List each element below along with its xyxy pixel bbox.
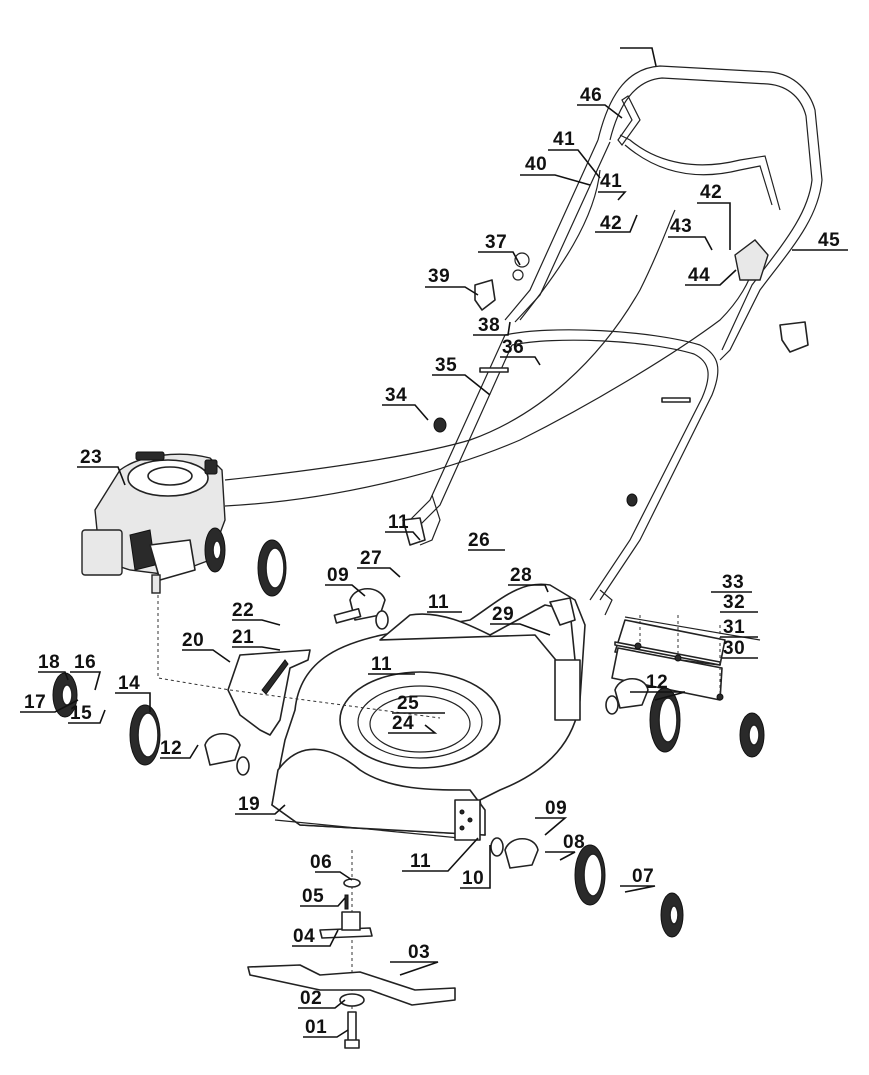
label-24: 25: [397, 693, 420, 714]
wheels: [52, 527, 765, 938]
label-11-deck-rear: 11: [428, 592, 450, 613]
label-13: 14: [118, 673, 141, 694]
label-19: 20: [182, 630, 205, 651]
label-15: 16: [74, 652, 97, 673]
label-11-handle: 11: [388, 512, 410, 533]
label-36: 37: [485, 232, 508, 253]
label-31: 32: [723, 592, 746, 613]
label-22: 23: [80, 447, 103, 468]
label-11-front: 11: [410, 851, 432, 872]
rear-flap: [611, 615, 761, 701]
discharge-flap: [227, 649, 311, 736]
label-20: 21: [232, 627, 255, 648]
upper-handle: [504, 65, 823, 361]
label-23: 24: [392, 713, 415, 734]
label-38: 39: [428, 266, 451, 287]
label-12-right: 12: [646, 672, 669, 693]
label-39: 40: [525, 154, 548, 175]
label-03: 03: [408, 942, 431, 963]
label-27: 28: [510, 565, 533, 586]
label-30: 31: [723, 617, 746, 638]
label-43: 44: [688, 265, 711, 286]
throttle-cables: [224, 169, 753, 507]
label-05: 05: [302, 886, 325, 907]
label-32: 33: [722, 572, 745, 593]
label-42-left: 42: [600, 213, 623, 234]
label-01: 01: [305, 1017, 328, 1038]
label-33: 34: [385, 385, 408, 406]
label-42-right: 43: [670, 216, 693, 237]
label-28: 29: [492, 604, 515, 625]
label-09-front: 09: [545, 798, 568, 819]
label-14: 15: [70, 703, 93, 724]
label-04: 04: [293, 926, 316, 947]
label-07: 07: [632, 866, 655, 887]
label-45: 46: [580, 85, 603, 106]
label-35: 36: [502, 337, 525, 358]
label-41-left: 41: [600, 171, 623, 192]
handle-hardware: [402, 239, 809, 626]
leader-lines: [20, 47, 848, 1038]
label-21: 22: [232, 600, 255, 621]
label-40: 41: [553, 129, 576, 150]
label-16: 17: [24, 692, 47, 713]
label-06: 06: [310, 852, 333, 873]
label-34: 35: [435, 355, 458, 376]
label-10: 10: [462, 868, 485, 889]
label-26: 27: [360, 548, 383, 569]
label-02: 02: [300, 988, 323, 1009]
label-29: 30: [723, 638, 746, 659]
label-44: 45: [818, 230, 841, 251]
label-12-left: 12: [160, 738, 183, 759]
wheel-brackets: [204, 587, 649, 869]
blade-assembly: [247, 850, 456, 1049]
engine: [81, 451, 226, 594]
label-09-rear: 09: [327, 565, 350, 586]
label-08: 08: [563, 832, 586, 853]
label-18: 19: [238, 794, 261, 815]
label-37: 38: [478, 315, 501, 336]
label-25: 26: [468, 530, 491, 551]
label-11-deck: 11: [371, 654, 393, 675]
mower-deck: [271, 583, 586, 841]
label-41-right: 42: [700, 182, 723, 203]
label-17: 18: [38, 652, 61, 673]
